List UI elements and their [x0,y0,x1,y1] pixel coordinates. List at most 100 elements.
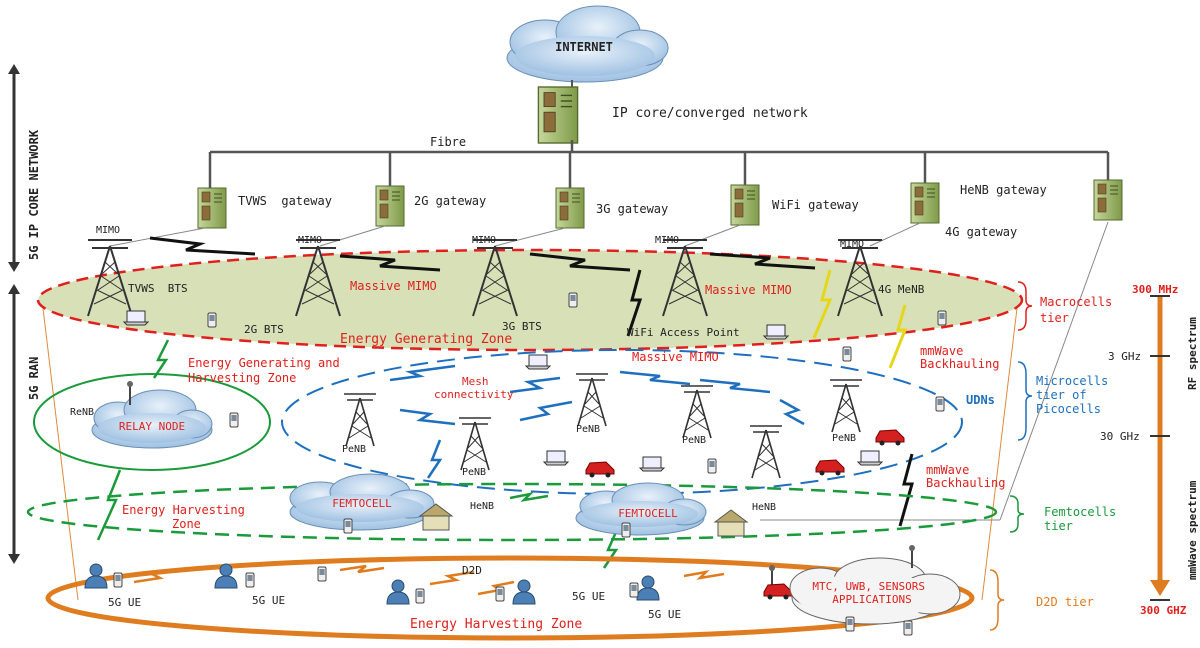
mesh-links [389,364,805,479]
tier-femto-label: Femtocells tier [1044,505,1123,533]
car-icon [875,429,905,446]
femtocell-label-1: FEMTOCELL [332,497,392,510]
gateway-2g-icon [375,185,405,227]
mmwave-backhaul-2: mmWave Backhauling [926,463,1005,490]
house-icon [714,509,748,537]
henb-label-1: HeNB [470,501,494,512]
user-icon [512,579,536,605]
gateway-henb-label: HeNB gateway [960,183,1047,197]
user-icon [636,575,660,601]
energy-gen-harvest-line1: Energy Generating and [188,356,340,370]
phone-icon [415,588,425,604]
mimo-label-3: MIMO [472,235,496,246]
gateway-4g-label: 4G gateway [945,225,1017,239]
pico-tower-3 [575,373,609,427]
femtocell-cloud-2 [575,482,707,536]
energy-gen-harvest-line2: Harvesting Zone [188,371,296,385]
core-network-arrow [8,64,20,272]
fibre-label: Fibre [430,135,466,149]
gateway-wifi-label: WiFi gateway [772,198,859,212]
ran-label: 5G RAN [27,357,41,400]
ue-label-1: 5G UE [108,596,141,609]
macrocell-ellipse [36,248,1024,352]
car-icon [585,461,615,478]
tier-braces [989,281,1033,631]
tier-outline [41,299,1019,601]
mimo-label-5: MIMO [840,239,864,250]
tier-micro-line1: Microcells [1036,374,1108,388]
mimo-label-2: MIMO [298,235,322,246]
macro-wireless-links [149,236,816,337]
ran-arrow [8,284,20,564]
gateway-links [109,221,1109,521]
d2d-label: D2D [462,564,482,577]
energy-harvesting-zone: Energy Harvesting Zone [122,503,252,531]
spectrum-3ghz: 3 GHz [1108,350,1141,363]
mesh-line1: Mesh [462,375,489,388]
penb-label-2: PeNB [462,467,486,478]
tower-3g-label: 3G BTS [502,320,542,333]
laptop-icon [857,450,883,466]
tower-4g-label: 4G MeNB [878,283,925,296]
apps-cloud [789,557,961,625]
ue-label-4: 5G UE [648,608,681,621]
pico-tower-1 [343,393,377,447]
gateway-wifi-icon [730,184,760,226]
tier-femto-line1: Femtocells [1044,505,1116,519]
mimo-label-1: MIMO [96,225,120,236]
harvest-line2: Zone [172,517,201,531]
yellow-backhaul [812,269,908,369]
mmwave-spectrum-label: mmWave spectrum [1186,480,1199,580]
penb-label-5: PeNB [832,433,856,444]
phone-icon [845,616,855,632]
penb-label-3: PeNB [576,424,600,435]
phone-icon [621,522,631,538]
apps-label: MTC, UWB, SENSORS APPLICATIONS [812,580,931,606]
internet-label: INTERNET [555,40,613,54]
tier-femto-line2: tier [1044,519,1073,533]
core-network-label: 5G IP CORE NETWORK [27,129,41,260]
harvest-line1: Energy Harvesting [122,503,245,517]
spectrum-300ghz: 300 GHZ [1140,604,1187,617]
phone-icon [207,312,217,328]
gateway-3g-label: 3G gateway [596,202,668,216]
femtocell-label-2: FEMTOCELL [618,507,678,520]
massive-mimo-3: Massive MIMO [632,350,719,364]
apps-line1: MTC, UWB, SENSORS [812,580,925,593]
rf-spectrum-label: RF spectrum [1186,317,1199,390]
phone-icon [229,412,239,428]
laptop-icon [763,324,789,340]
pico-tower-6 [829,379,863,433]
penb-label-1: PeNB [342,444,366,455]
relay-zone-ellipse [33,373,271,471]
phone-icon [937,310,947,326]
tier-macro-line2: tier [1040,311,1069,325]
black-backhaul-link [898,453,914,527]
phone-icon [842,346,852,362]
renb-label: ReNB [70,407,94,418]
backhaul2-line2: Backhauling [926,476,1005,490]
spectrum-300mhz: 300 MHz [1132,283,1178,296]
antenna-icon [909,545,915,568]
mimo-label-4: MIMO [655,235,679,246]
tier-d2d-label: D2D tier [1036,595,1094,609]
phone-icon [113,572,123,588]
tier-micro-label: Microcells tier of Picocells [1036,374,1115,416]
pico-tower-4 [680,385,714,439]
relay-antenna-icon [127,381,133,405]
phone-icon [568,292,578,308]
car-icon [763,583,793,600]
laptop-icon [543,450,569,466]
pico-tower-2 [458,417,492,471]
gateway-4g-icon [1093,179,1123,221]
pico-tower-5 [749,425,783,479]
car-icon [815,459,845,476]
relay-node-label: RELAY NODE [119,420,185,433]
mmwave-backhaul-1: mmWave Backhauling [920,344,999,371]
gateway-tvws-label: TVWS gateway [238,194,332,208]
udns-label: UDNs [966,393,995,407]
femtocell-ellipse [26,482,998,542]
backhaul1-line2: Backhauling [920,357,999,371]
phone-icon [935,396,945,412]
